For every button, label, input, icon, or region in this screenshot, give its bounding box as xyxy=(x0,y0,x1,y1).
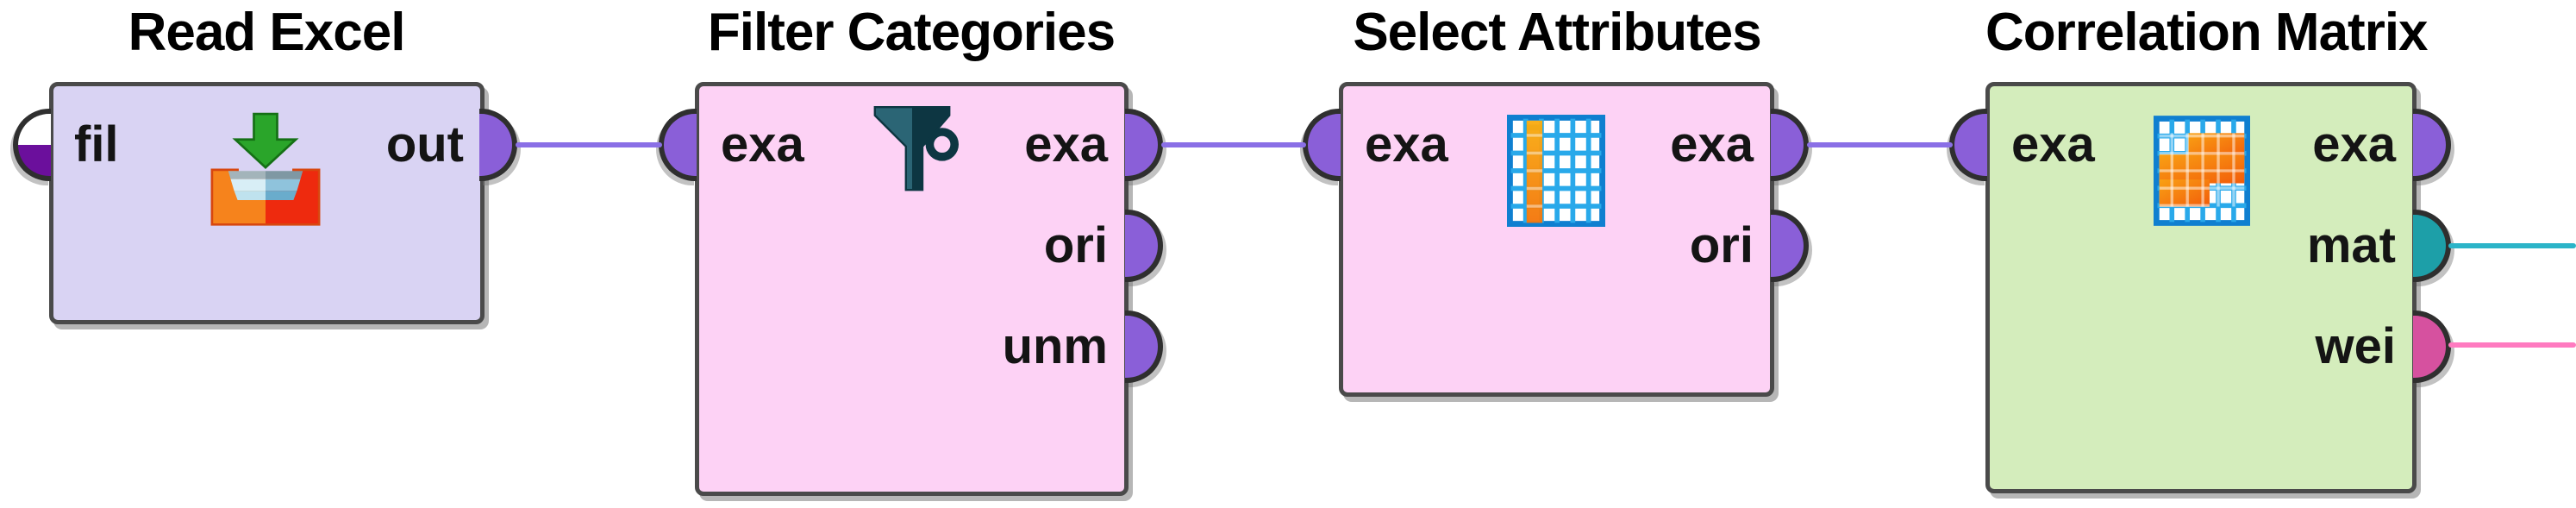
excel-import-icon xyxy=(210,112,321,226)
port-label-ori: ori xyxy=(1689,217,1754,273)
connection-correlationmatrix-mat-to-result[interactable] xyxy=(2448,243,2576,248)
port-select-attributes-exa-input[interactable] xyxy=(1303,109,1341,181)
port-select-attributes-ori-output[interactable] xyxy=(1771,210,1809,282)
port-correlation-matrix-mat-output[interactable] xyxy=(2413,210,2451,282)
port-filter-categories-ori-output[interactable] xyxy=(1125,210,1163,282)
port-correlation-matrix-exa-input[interactable] xyxy=(1949,109,1987,181)
operator-title-filter-categories: Filter Categories xyxy=(707,3,1116,62)
funnel-icon xyxy=(873,106,959,191)
port-label-exa: exa xyxy=(2312,116,2396,172)
port-label-out: out xyxy=(385,116,464,172)
port-label-fil: fil xyxy=(74,116,119,172)
port-select-attributes-exa-output[interactable] xyxy=(1771,109,1809,181)
operator-title-read-excel: Read Excel xyxy=(128,3,406,62)
port-read-excel-out-output[interactable] xyxy=(479,109,517,181)
port-label-exa: exa xyxy=(721,116,804,172)
port-filter-categories-exa-input[interactable] xyxy=(659,109,697,181)
connection-correlationmatrix-wei-to-result[interactable] xyxy=(2448,342,2576,348)
port-read-excel-fil-input[interactable] xyxy=(13,109,51,181)
port-label-exa: exa xyxy=(1365,116,1448,172)
port-filter-categories-exa-output[interactable] xyxy=(1125,109,1163,181)
connection-readexcel-out-to-filtercategories-exa[interactable] xyxy=(516,142,662,147)
port-label-mat: mat xyxy=(2306,217,2396,273)
port-label-exa: exa xyxy=(2011,116,2095,172)
port-label-ori: ori xyxy=(1043,217,1108,273)
operator-title-correlation-matrix: Correlation Matrix xyxy=(1985,3,2429,62)
port-label-wei: wei xyxy=(2315,318,2397,374)
table-column-select-icon xyxy=(1507,115,1605,227)
connection-filtercategories-exa-to-selectattributes-exa[interactable] xyxy=(1161,142,1306,147)
port-label-exa: exa xyxy=(1024,116,1108,172)
port-filter-categories-unm-output[interactable] xyxy=(1125,310,1163,383)
port-correlation-matrix-wei-output[interactable] xyxy=(2413,310,2451,383)
connection-selectattributes-exa-to-correlationmatrix-exa[interactable] xyxy=(1807,142,1953,147)
operator-title-select-attributes: Select Attributes xyxy=(1353,3,1761,62)
port-label-unm: unm xyxy=(1002,318,1108,374)
correlation-matrix-icon xyxy=(2154,116,2250,226)
port-label-exa: exa xyxy=(1670,116,1754,172)
port-correlation-matrix-exa-output[interactable] xyxy=(2413,109,2451,181)
